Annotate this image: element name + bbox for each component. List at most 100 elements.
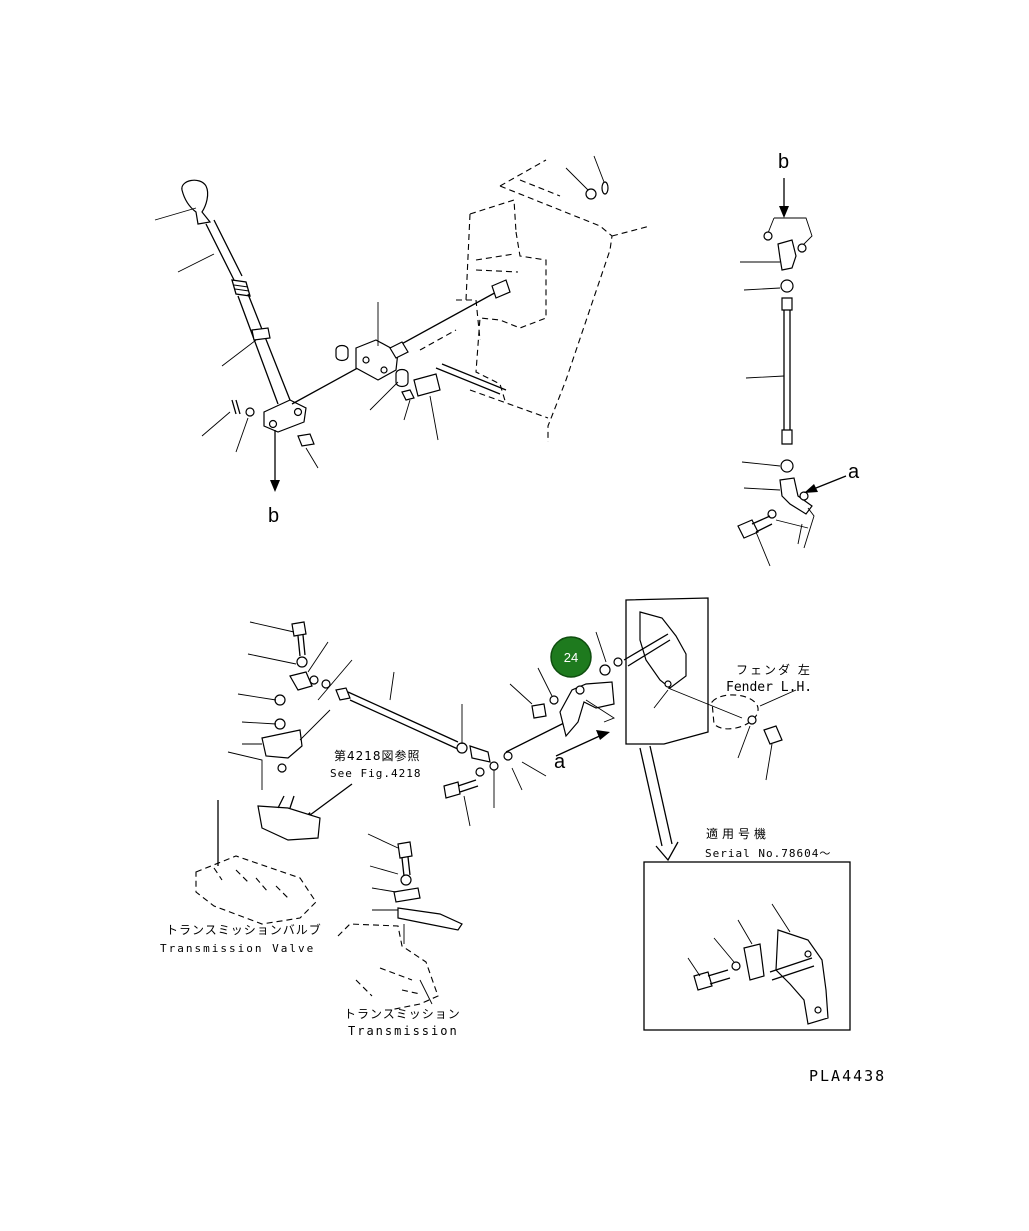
- clamp: [261, 729, 303, 759]
- lever-bracket: [263, 399, 307, 433]
- applicable-jp: 適用号機: [706, 826, 770, 841]
- washer-small: [245, 407, 255, 417]
- lower-rod: [347, 691, 461, 751]
- lower-linkage: [227, 621, 547, 841]
- ref-letter-a-right: a: [848, 461, 860, 483]
- rod-end-upper: [777, 239, 797, 271]
- yoke-hole-2: [380, 366, 388, 374]
- figure-code: PLA4438: [809, 1067, 886, 1085]
- serial-detail-box: [643, 861, 851, 1031]
- key: [401, 389, 415, 401]
- vertical-rod-assembly: [737, 178, 847, 567]
- vertical-rod: [783, 310, 791, 430]
- nut-left-2: [321, 679, 331, 689]
- lever-shaft-lower: [237, 293, 291, 405]
- marker-label[interactable]: 24: [564, 650, 578, 665]
- nut-left: [309, 675, 319, 685]
- rod-end-right: [469, 745, 491, 763]
- serial-arrow-shaft: [639, 745, 673, 847]
- lever-shaft-upper: [205, 219, 243, 281]
- fender-bracket-box: [623, 597, 797, 862]
- leader-lines-lever: [154, 207, 319, 469]
- serial-stud: [769, 957, 815, 981]
- washer-lower: [799, 491, 809, 501]
- see-fig-arrow-line: [305, 783, 353, 819]
- rod-end-thread: [335, 687, 351, 701]
- serial-bolt: [693, 971, 713, 991]
- serial-label: Serial No.78604～: [705, 847, 831, 860]
- bolt-b: [443, 781, 461, 799]
- arrow-a2-line: [555, 733, 605, 757]
- bolt-fender: [763, 725, 783, 745]
- washer-right-2: [503, 751, 513, 761]
- block: [413, 373, 441, 397]
- bracket-c: [393, 887, 421, 903]
- washer-c: [400, 874, 412, 886]
- nut-c: [277, 763, 287, 773]
- ref-letter-b-top: b: [778, 151, 789, 173]
- lever-pin-hole-2: [293, 407, 303, 417]
- bolt-b-shank: [457, 779, 479, 793]
- lever-collar: [251, 327, 271, 341]
- bolt-lever: [297, 433, 315, 447]
- serial-arrow-head: [655, 841, 679, 862]
- arrow-a-head: [804, 484, 818, 493]
- leader-lines-frame: [565, 155, 605, 191]
- nut-lower: [780, 459, 794, 473]
- bracket-leaders: [653, 687, 743, 719]
- bellcrank-assembly: [505, 631, 623, 757]
- arrow-a2-head: [596, 730, 610, 740]
- cotter-pin: [231, 399, 241, 415]
- nut-upper: [780, 279, 794, 293]
- arrow-b-head: [270, 480, 280, 492]
- washer-upper: [763, 231, 773, 241]
- transmission-jp: トランスミッション: [344, 1007, 461, 1021]
- bracket-box-outline: [625, 597, 709, 745]
- see-fig-jp: 第4218図参照: [334, 748, 421, 763]
- fender-outline: [711, 694, 759, 730]
- frame-inner: [465, 159, 561, 405]
- yoke-link-assembly: [335, 302, 441, 441]
- nut-bellcrank: [531, 703, 547, 719]
- bolt-lower: [737, 519, 759, 539]
- serial-plate-hole: [804, 950, 812, 958]
- transmission: [337, 833, 463, 1011]
- serial-washer: [731, 961, 741, 971]
- bellcrank: [559, 681, 615, 738]
- washer-top: [585, 188, 597, 200]
- nut-b: [274, 694, 286, 706]
- lever-thread-lines: [233, 284, 250, 292]
- bolt-a-shank: [297, 634, 306, 657]
- bolt-c: [397, 841, 413, 859]
- marker-circle[interactable]: [550, 636, 592, 678]
- serial-leaders: [687, 903, 791, 977]
- bushing: [335, 344, 349, 362]
- mount-plate: [257, 805, 321, 841]
- leader-lines-bellcrank: [509, 631, 615, 723]
- lever-pin-hole: [268, 419, 278, 429]
- frame-detail: [419, 253, 519, 351]
- washer-bellcrank: [549, 695, 559, 705]
- lever-thread: [231, 279, 251, 297]
- yoke-body: [355, 339, 399, 381]
- bracket-plate: [639, 611, 687, 689]
- leader-lines-lower: [227, 621, 547, 827]
- serial-plate-hole-2: [814, 1006, 822, 1014]
- serial-box-outline: [643, 861, 851, 1031]
- leader-lines-vertical: [740, 261, 803, 567]
- fender-label-jp: フェンダ 左: [736, 662, 812, 677]
- callout-marker-24[interactable]: 24: [550, 636, 592, 678]
- ref-letter-a-lower: a: [554, 751, 566, 773]
- rod-end-left: [289, 671, 313, 691]
- trans-valve-en: Transmission Valve: [160, 942, 315, 955]
- serial-bolt-shank: [707, 969, 731, 985]
- rod-end-thread-upper: [781, 297, 793, 311]
- bushing-2: [395, 368, 409, 388]
- shift-lever-assembly: [154, 179, 501, 492]
- transmission-en: Transmission: [348, 1024, 459, 1038]
- serial-clamp: [743, 943, 765, 981]
- bolt-c-shank: [401, 856, 411, 877]
- washer-b: [274, 718, 286, 730]
- washer-bellcrank-2: [599, 664, 611, 676]
- see-fig-en: See Fig.4218: [330, 767, 421, 780]
